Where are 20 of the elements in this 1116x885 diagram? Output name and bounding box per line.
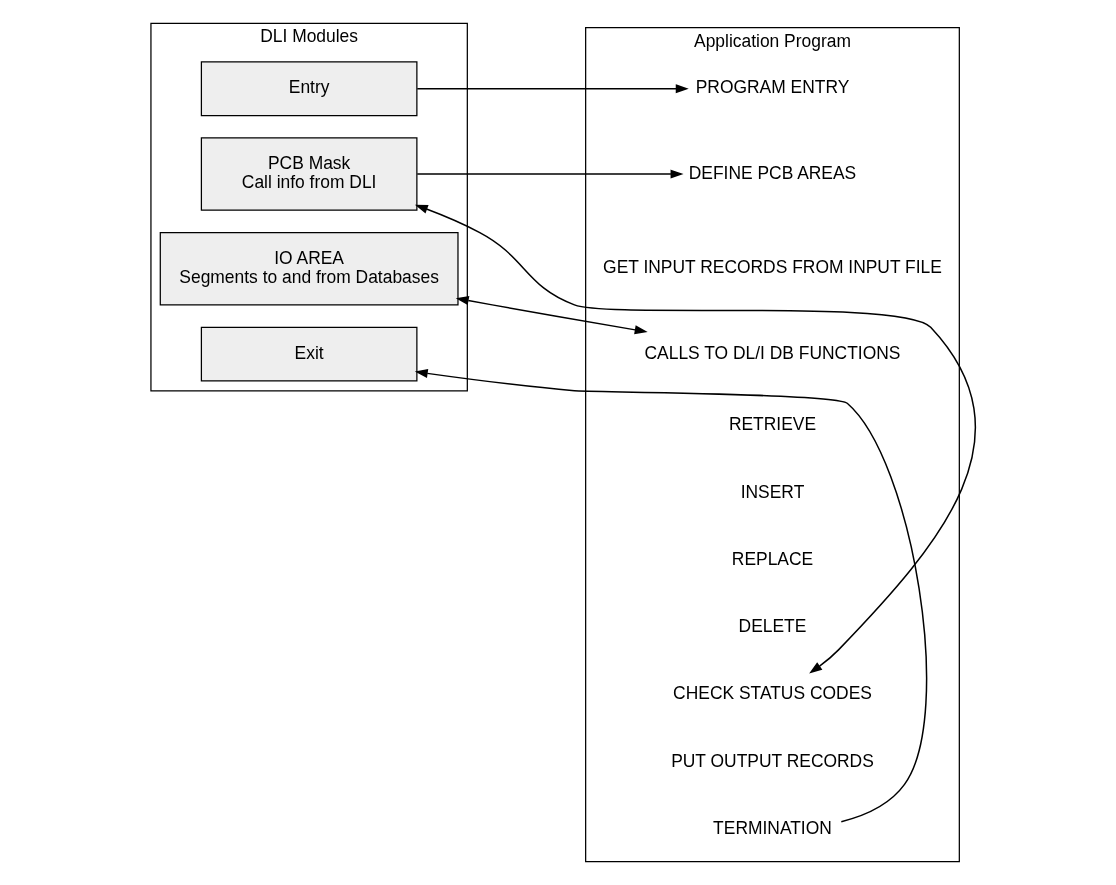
node-box: IO AREA Segments to and from Databases bbox=[159, 232, 459, 306]
node-text: INSERT bbox=[740, 481, 804, 502]
node-text: PUT OUTPUT RECORDS bbox=[670, 750, 874, 771]
node-text: DEFINE PCB AREAS bbox=[688, 162, 856, 183]
node-text: CHECK STATUS CODES bbox=[672, 683, 872, 704]
arrow bbox=[414, 204, 976, 674]
node-text: CALLS TO DL/I DB FUNCTIONS bbox=[644, 342, 900, 363]
arrow bbox=[416, 84, 689, 94]
node-text: TERMINATION bbox=[712, 817, 832, 838]
node-text: GET INPUT RECORDS FROM INPUT FILE bbox=[602, 257, 942, 278]
node-box: Entry bbox=[200, 61, 417, 117]
arrow bbox=[455, 296, 648, 335]
node-box: Exit bbox=[200, 326, 417, 382]
node-text: REPLACE bbox=[731, 548, 813, 569]
node-text: RETRIEVE bbox=[728, 414, 816, 435]
arrow bbox=[416, 169, 683, 179]
node-text: PROGRAM ENTRY bbox=[695, 77, 849, 98]
node-text: DELETE bbox=[738, 616, 806, 637]
node-box: PCB Mask Call info from DLI bbox=[200, 137, 417, 211]
arrow bbox=[414, 368, 927, 823]
